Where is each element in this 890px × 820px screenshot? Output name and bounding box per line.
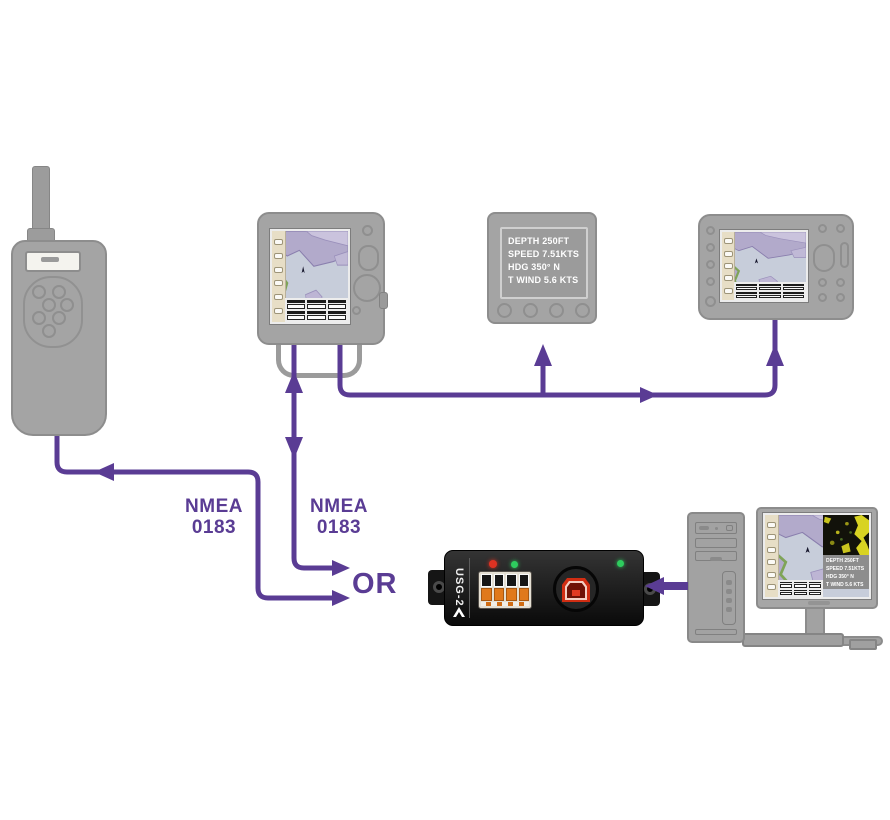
menu-keys <box>285 298 348 322</box>
mounting-hole <box>644 583 656 595</box>
red-led <box>489 560 497 568</box>
instrument-screen: DEPTH 250FT SPEED 7.51KTS HDG 350° N T W… <box>500 227 588 299</box>
right-button <box>836 224 845 233</box>
green-led <box>617 560 624 567</box>
arrow-down-from-chartplotter <box>285 437 303 459</box>
chartplotter-wide-icon <box>698 214 854 320</box>
nmea-right-line2: 0183 <box>316 517 362 539</box>
right-button <box>836 293 845 302</box>
nmea-left-line2: 0183 <box>191 517 237 539</box>
side-knob <box>379 292 388 309</box>
menu-keys <box>734 282 806 300</box>
instrument-line: DEPTH 250FT <box>508 236 570 246</box>
usg2-label: USG-2 <box>453 567 465 607</box>
menu-keys <box>778 580 823 597</box>
right-button <box>818 293 827 302</box>
power-button <box>362 225 373 236</box>
keyboard-icon <box>742 633 844 647</box>
handheld-keypad <box>23 276 83 348</box>
instrument-button <box>575 303 590 318</box>
arrow-right-to-or-bottom <box>332 590 350 606</box>
chartplotter-wide-screen <box>719 229 809 303</box>
arrow-up-to-instrument <box>534 344 552 366</box>
desktop-computer-icon: DEPTH 250FT SPEED 7.51KTS HDG 350° N T W… <box>685 495 890 665</box>
radar-image <box>823 515 869 555</box>
handheld-display <box>25 251 81 272</box>
usg2-body: USG-2 <box>444 550 644 626</box>
right-button <box>818 224 827 233</box>
nmea-right-line1: NMEA <box>310 496 368 517</box>
mouse-pad <box>849 639 877 650</box>
instrument-button <box>523 303 538 318</box>
vertical-rocker <box>840 242 849 268</box>
small-button <box>352 306 361 315</box>
nmea-0183-label-left: NMEA 0183 <box>168 496 260 539</box>
softkey-column <box>272 231 286 322</box>
joystick-pad <box>813 244 835 272</box>
panel-divider <box>469 558 470 618</box>
arrow-right-on-bus <box>640 387 658 403</box>
arrow-left-to-handheld <box>94 463 114 481</box>
pc-tower-icon <box>687 512 745 643</box>
left-button <box>705 296 716 307</box>
nmea-bus-line <box>337 320 778 398</box>
nmea-left-line1: NMEA <box>185 496 243 517</box>
arrow-up-to-chartplotter-wide <box>766 344 784 366</box>
chartplotter-icon <box>257 212 388 345</box>
usb-port-well <box>553 566 599 612</box>
monitor-brand-strip <box>808 601 830 605</box>
or-label: OR <box>352 568 398 600</box>
actisense-logo-inner <box>456 612 462 617</box>
softkey-column <box>722 232 735 300</box>
left-button <box>706 277 715 286</box>
instrument-button <box>497 303 512 318</box>
instrument-display-icon: DEPTH 250FT SPEED 7.51KTS HDG 350° N T W… <box>487 212 597 324</box>
arrow-right-to-or-top <box>332 560 350 576</box>
nmea-terminal-block <box>478 571 532 609</box>
handheld-remote-icon <box>11 166 107 436</box>
chartplotter-screen <box>269 228 351 325</box>
green-led <box>511 561 518 568</box>
softkey-column <box>765 515 779 597</box>
rocker-button <box>358 245 379 271</box>
instrument-line: T WIND 5.6 KTS <box>508 275 579 286</box>
left-button <box>706 260 715 269</box>
mounting-hole <box>433 581 445 593</box>
monitor-data-panel: DEPTH 250FT SPEED 7.51KTS HDG 350° N T W… <box>823 555 869 589</box>
pc-monitor-icon: DEPTH 250FT SPEED 7.51KTS HDG 350° N T W… <box>756 507 878 609</box>
right-button <box>818 278 827 287</box>
instrument-line: SPEED 7.51KTS <box>508 249 580 260</box>
usb-gateway-icon: USG-2 <box>428 548 660 628</box>
instrument-button <box>549 303 564 318</box>
monitor-screen: DEPTH 250FT SPEED 7.51KTS HDG 350° N T W… <box>762 512 872 600</box>
nmea-0183-label-right: NMEA 0183 <box>293 496 385 539</box>
instrument-line: HDG 350° N <box>508 262 561 273</box>
handheld-body <box>11 240 107 436</box>
dial-knob <box>353 274 381 302</box>
left-button <box>706 243 715 252</box>
left-button <box>706 226 715 235</box>
right-button <box>836 278 845 287</box>
